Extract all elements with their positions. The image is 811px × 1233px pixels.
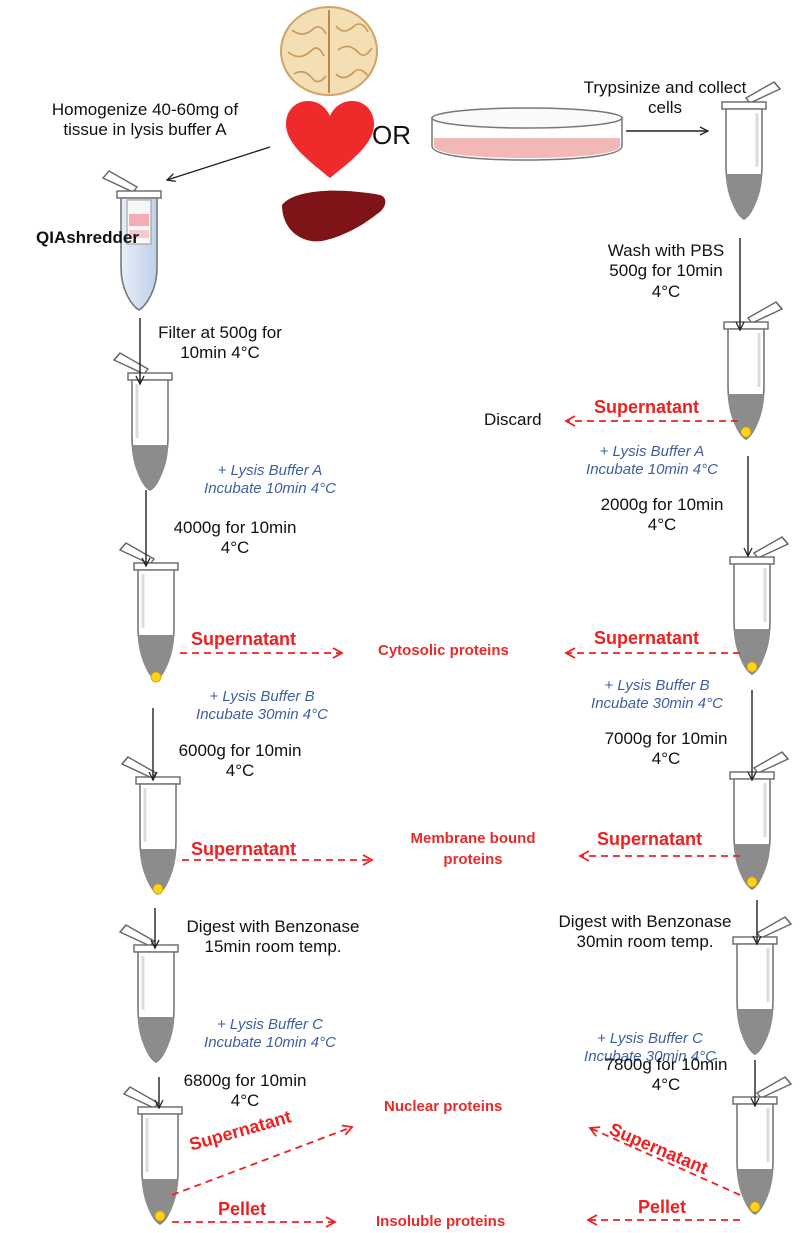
red-dashed-arrows	[171, 415, 741, 1228]
text-line: Digest with Benzonase	[558, 912, 732, 931]
text-line: 4°C	[651, 1075, 681, 1095]
supernatant-label: Supernatant	[597, 829, 703, 849]
text-line: + Lysis Buffer B	[209, 688, 315, 705]
text-line: tissue in lysis buffer A	[63, 120, 227, 140]
microtube-icon	[722, 300, 784, 441]
left-digest-step: Digest with Benzonase 15min room temp.	[168, 917, 378, 958]
text-line: + Lysis Buffer C	[596, 1030, 704, 1047]
nuclear-proteins-label: Nuclear proteins	[384, 1098, 503, 1115]
text-line: 6800g for 10min	[183, 1071, 307, 1090]
discard-label: Discard	[484, 410, 542, 429]
text-line: Incubate 10min 4°C	[204, 1034, 336, 1051]
text-line: 7000g for 10min	[604, 729, 728, 748]
pellet-dot	[154, 1210, 166, 1222]
qiashredder-label: QIAshredder	[36, 228, 139, 247]
brain-icon	[280, 6, 378, 96]
text-line: Filter at 500g for	[158, 323, 282, 342]
pellet-label: Pellet	[218, 1199, 267, 1219]
supernatant-label: Supernatant	[191, 839, 297, 859]
text-line: Homogenize 40-60mg of	[51, 100, 239, 119]
heart-icon	[286, 101, 374, 178]
right-step1-buffer: + Lysis Buffer A Incubate 10min 4°C	[552, 443, 752, 479]
right-step1-spin: 2000g for 10min 4°C	[582, 495, 742, 536]
text-line: Incubate 30min 4°C	[591, 695, 723, 712]
supernatant-label: Supernatant	[191, 629, 297, 649]
microtube-icon	[118, 541, 180, 682]
text-line: 15min room temp.	[204, 937, 342, 957]
right-step3-buffer: + Lysis Buffer C Incubate 30min 4°C	[550, 1030, 750, 1066]
supernatant-label: Supernatant	[594, 628, 700, 648]
wash-step: Wash with PBS 500g for 10min 4°C	[586, 241, 746, 302]
supernatant-label: Supernatant	[594, 397, 700, 417]
text-line: 10min 4°C	[180, 343, 260, 363]
left-step1-spin: 4000g for 10min 4°C	[155, 518, 315, 559]
or-label: OR	[372, 120, 411, 150]
text-line: 6000g for 10min	[178, 741, 302, 760]
text-line: Incubate 30min 4°C	[584, 1048, 716, 1065]
text-line: 4°C	[651, 749, 681, 769]
text-line: 2000g for 10min	[600, 495, 724, 514]
left-step3-buffer: + Lysis Buffer C Incubate 10min 4°C	[170, 1016, 370, 1052]
text-line: Wash with PBS	[607, 241, 725, 260]
right-step2-spin: 7000g for 10min 4°C	[586, 729, 746, 770]
text-line: + Lysis Buffer A	[217, 462, 323, 479]
insoluble-proteins-label: Insoluble proteins	[376, 1213, 506, 1230]
left-step2-spin: 6000g for 10min 4°C	[160, 741, 320, 782]
left-step2-buffer: + Lysis Buffer B Incubate 30min 4°C	[162, 688, 362, 724]
left-step3-spin: 6800g for 10min 4°C	[165, 1071, 325, 1112]
text-line: Digest with Benzonase	[186, 917, 360, 936]
pellet-dot	[150, 671, 162, 683]
cytosolic-proteins-label: Cytosolic proteins	[378, 642, 509, 659]
text-line: 4°C	[225, 761, 255, 781]
homogenize-instruction: Homogenize 40-60mg of tissue in lysis bu…	[30, 100, 260, 141]
text-line: Incubate 10min 4°C	[204, 480, 336, 497]
text-line: 4°C	[647, 515, 677, 535]
text-line: Trypsinize and collect	[583, 78, 747, 97]
text-line: proteins	[443, 851, 503, 868]
microtube-icon	[728, 750, 790, 891]
right-digest-step: Digest with Benzonase 30min room temp.	[540, 912, 750, 953]
petri-dish-icon	[431, 107, 623, 161]
text-line: Incubate 10min 4°C	[586, 461, 718, 478]
text-line: cells	[647, 98, 682, 118]
text-line: 4°C	[220, 538, 250, 558]
text-line: 500g for 10min	[609, 261, 723, 281]
left-step1-buffer: + Lysis Buffer A Incubate 10min 4°C	[170, 462, 370, 498]
pellet-dot	[152, 883, 164, 895]
text-line: + Lysis Buffer C	[216, 1016, 324, 1033]
trypsinize-instruction: Trypsinize and collect cells	[560, 78, 770, 119]
microtube-icon	[731, 1075, 793, 1216]
text-line: + Lysis Buffer B	[604, 677, 710, 694]
text-line: 4000g for 10min	[173, 518, 297, 537]
liver-icon	[282, 190, 386, 242]
qiashredder-column-icon	[101, 170, 162, 311]
flow-arrows	[135, 126, 762, 1110]
text-line: 7800g for 10min	[604, 1055, 728, 1074]
right-step3-spin: 7800g for 10min 4°C	[586, 1055, 746, 1096]
microtube-icon	[112, 351, 174, 492]
right-step2-buffer: + Lysis Buffer B Incubate 30min 4°C	[552, 677, 762, 713]
filter-step: Filter at 500g for 10min 4°C	[150, 323, 290, 364]
text-line: + Lysis Buffer A	[599, 443, 705, 460]
text-line: Membrane bound	[410, 830, 536, 847]
text-line: 4°C	[230, 1091, 260, 1111]
pellet-label: Pellet	[638, 1197, 687, 1217]
text-line: Incubate 30min 4°C	[196, 706, 328, 723]
text-line: 30min room temp.	[576, 932, 714, 952]
membrane-proteins-label: Membrane bound proteins	[388, 830, 558, 869]
text-line: 4°C	[651, 281, 681, 301]
